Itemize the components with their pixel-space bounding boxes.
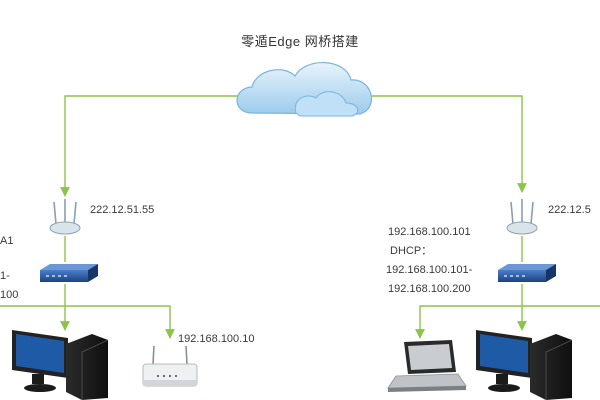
switch-icon [40, 264, 98, 282]
dhcp-range-end: 192.168.100.200 [388, 283, 471, 295]
wifi-ap-icon [506, 199, 538, 235]
laptop-icon [387, 340, 467, 392]
left-cut-label-2: 1- [0, 270, 10, 282]
wifi-ap-icon [49, 199, 81, 235]
dhcp-range-start: 192.168.100.101- [386, 264, 473, 276]
cloud-icon [236, 62, 372, 117]
desktop-pc-icon [476, 330, 573, 400]
printer-ip-label: 192.168.100.10 [178, 333, 255, 345]
desktop-pc-icon [12, 330, 109, 400]
link-cloud-right-ap [372, 95, 527, 193]
link-cloud-left-ap [60, 95, 238, 197]
link-right-bus [415, 305, 600, 339]
connection-lines [0, 95, 600, 339]
diagram-title: 零遁Edge 网桥搭建 [241, 34, 359, 49]
left-cut-label-1: A1 [0, 235, 14, 247]
link-left-bus [0, 305, 175, 339]
right-lan-ip-label: 192.168.100.101 [388, 226, 471, 238]
router-icon [142, 345, 198, 387]
left-ap-ip-label: 222.12.51.55 [90, 204, 155, 216]
switch-icon [498, 264, 556, 282]
left-cut-label-3: 100 [0, 289, 19, 301]
dhcp-label: DHCP： [390, 245, 433, 257]
right-ap-ip-label: 222.12.5 [548, 204, 591, 216]
